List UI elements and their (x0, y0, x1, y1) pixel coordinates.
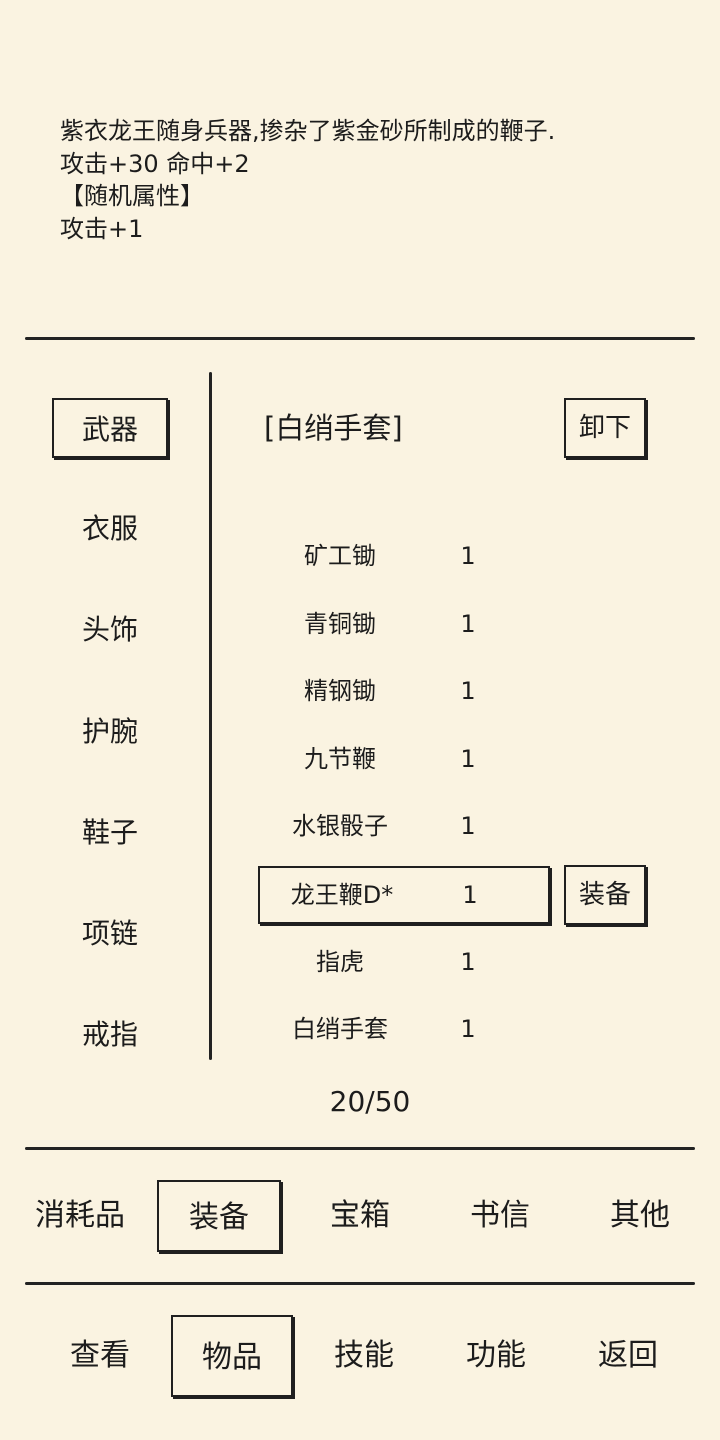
tab-equipment[interactable]: 装备 (157, 1180, 281, 1252)
item-quantity: 1 (460, 542, 476, 570)
tab-letters[interactable]: 书信 (470, 1198, 530, 1233)
list-item[interactable]: 九节鞭 1 (258, 730, 550, 788)
equipped-item-label: [白绡手套] (264, 411, 403, 445)
category-shoes[interactable]: 鞋子 (81, 816, 138, 849)
equip-button[interactable]: 装备 (564, 865, 646, 925)
divider (25, 1147, 695, 1150)
category-ring[interactable]: 戒指 (81, 1018, 138, 1051)
item-quantity: 1 (460, 1015, 476, 1043)
description-line: 紫衣龙王随身兵器,掺杂了紫金砂所制成的鞭子. (60, 117, 556, 145)
nav-functions[interactable]: 功能 (466, 1338, 526, 1373)
nav-skills[interactable]: 技能 (334, 1338, 394, 1373)
list-item[interactable]: 青铜锄 1 (258, 595, 550, 653)
category-bracers[interactable]: 护腕 (81, 715, 138, 748)
tab-others[interactable]: 其他 (610, 1198, 670, 1233)
unequip-button[interactable]: 卸下 (564, 398, 646, 458)
item-quantity: 1 (460, 677, 476, 705)
item-name: 白绡手套 (292, 1015, 388, 1043)
description-random-stat: 攻击+1 (60, 215, 144, 243)
category-clothes[interactable]: 衣服 (81, 512, 138, 545)
item-name: 精钢锄 (304, 677, 376, 705)
tab-chests[interactable]: 宝箱 (330, 1198, 390, 1233)
list-item-selected[interactable]: 龙王鞭D* 1 (258, 866, 550, 924)
list-item[interactable]: 精钢锄 1 (258, 662, 550, 720)
tab-consumables[interactable]: 消耗品 (35, 1198, 125, 1233)
item-quantity: 1 (460, 948, 476, 976)
item-name: 矿工锄 (304, 542, 376, 570)
list-item[interactable]: 水银骰子 1 (258, 797, 550, 855)
description-stats: 攻击+30 命中+2 (60, 150, 250, 178)
item-quantity: 1 (460, 745, 476, 773)
capacity-counter: 20/50 (329, 1085, 411, 1118)
item-quantity: 1 (460, 812, 476, 840)
category-weapon[interactable]: 武器 (52, 398, 168, 458)
item-name: 青铜锄 (304, 610, 376, 638)
item-name: 水银骰子 (292, 812, 388, 840)
category-necklace[interactable]: 项链 (81, 917, 138, 950)
list-item[interactable]: 矿工锄 1 (258, 527, 550, 585)
divider (25, 337, 695, 340)
list-item[interactable]: 白绡手套 1 (258, 1000, 550, 1058)
sidebar-divider (209, 372, 212, 1060)
item-name: 九节鞭 (304, 745, 376, 773)
nav-items[interactable]: 物品 (171, 1315, 293, 1397)
list-item[interactable]: 指虎 1 (258, 933, 550, 991)
item-name: 指虎 (316, 948, 364, 976)
nav-view[interactable]: 查看 (70, 1338, 130, 1373)
nav-back[interactable]: 返回 (598, 1338, 658, 1373)
divider (25, 1282, 695, 1285)
description-random-header: 【随机属性】 (60, 182, 204, 210)
item-quantity: 1 (462, 881, 478, 909)
item-quantity: 1 (460, 610, 476, 638)
category-headwear[interactable]: 头饰 (81, 613, 138, 646)
item-name: 龙王鞭D* (290, 881, 394, 909)
